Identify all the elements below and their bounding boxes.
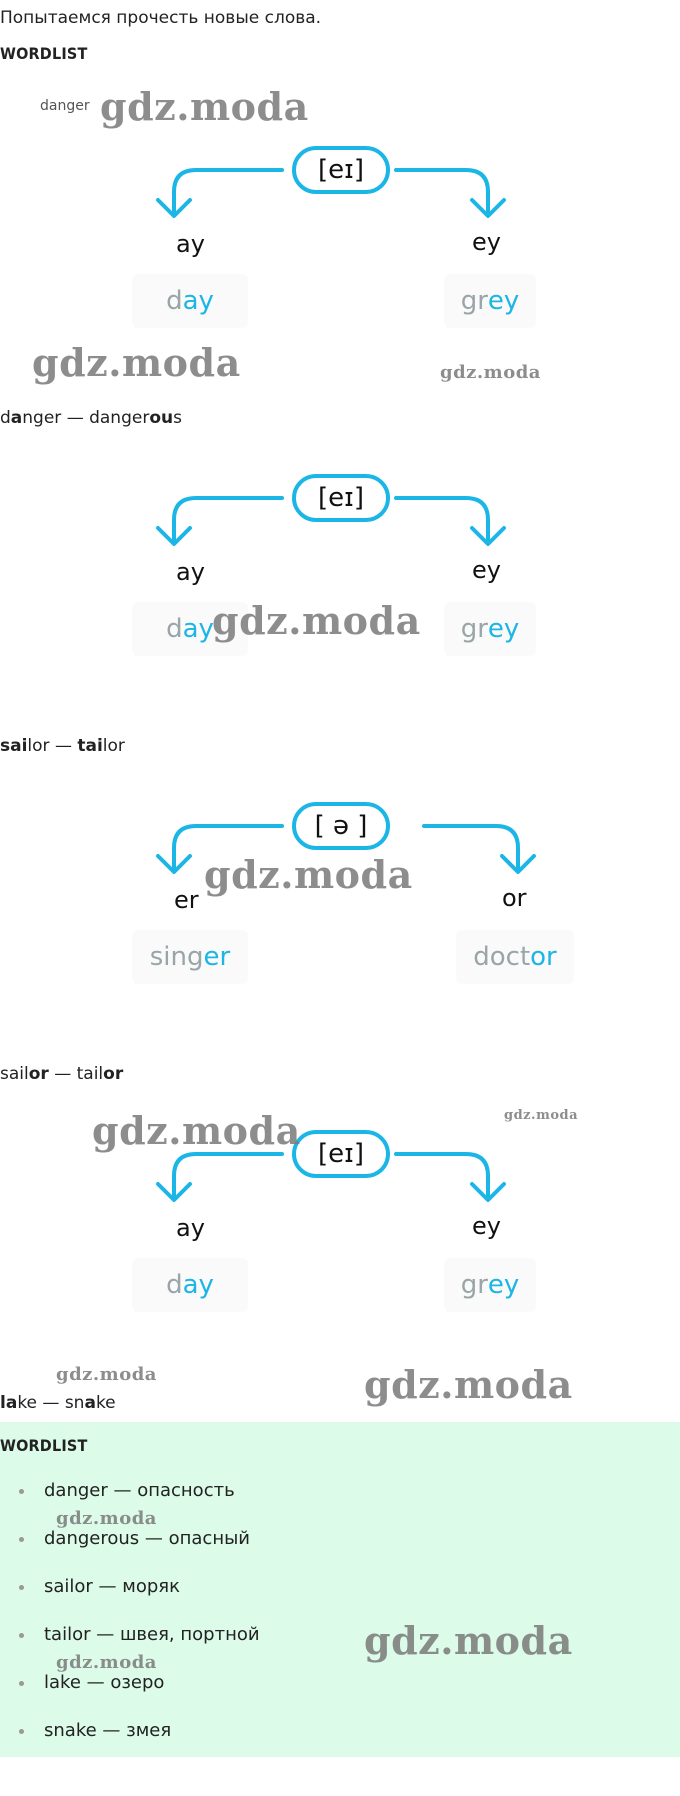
list-item: snake — змея	[0, 1720, 260, 1768]
wordlist-panel: WORDLIST danger — опасность dangerous — …	[0, 1422, 680, 1757]
bullet-icon	[19, 1729, 24, 1734]
word-base: gr	[460, 614, 488, 644]
watermark-logo: gdz.moda	[504, 1108, 579, 1123]
word-base: gr	[460, 286, 488, 316]
watermark-logo: gdz.moda	[364, 1618, 573, 1663]
left-arrowhead-icon	[156, 1182, 192, 1202]
wordlist-heading: WORDLIST	[0, 1436, 88, 1455]
bullet-icon	[19, 1681, 24, 1686]
wordlist-list: danger — опасность dangerous — опасный s…	[0, 1480, 260, 1768]
spelling-right: or	[502, 884, 527, 912]
right-arrow-icon	[394, 1152, 490, 1200]
arrows-graphic	[156, 824, 536, 874]
list-item: tailor — швея, портной	[0, 1624, 260, 1672]
word-base: sing	[149, 942, 204, 972]
word-pair-sailor-2: sailor — tailor	[0, 1064, 124, 1084]
list-item: danger — опасность	[0, 1480, 260, 1528]
word-base: gr	[460, 1270, 488, 1300]
spelling-left: ay	[176, 230, 205, 258]
watermark-logo: gdz.moda	[212, 598, 421, 643]
left-arrowhead-icon	[156, 854, 192, 874]
spelling-left: ay	[176, 558, 205, 586]
word-base: doct	[473, 942, 531, 972]
left-arrow-icon	[172, 1152, 284, 1200]
sound-pill: [eɪ]	[292, 146, 390, 194]
list-item: lake — озеро	[0, 1672, 260, 1720]
right-arrowhead-icon	[470, 198, 506, 218]
right-arrow-icon	[394, 496, 490, 544]
watermark-logo: gdz.moda	[100, 84, 309, 129]
right-arrow-icon	[394, 168, 490, 216]
spelling-left: ay	[176, 1214, 205, 1242]
watermark-logo: gdz.moda	[56, 1508, 157, 1529]
right-arrowhead-icon	[470, 526, 506, 546]
list-item: dangerous — опасный	[0, 1528, 260, 1576]
spelling-right: ey	[472, 1212, 501, 1240]
watermark-logo: gdz.moda	[440, 362, 541, 383]
watermark-logo: gdz.moda	[32, 340, 241, 385]
watermark-logo: gdz.moda	[92, 1108, 301, 1153]
right-arrow-icon	[422, 824, 520, 872]
bullet-icon	[19, 1537, 24, 1542]
sound-pill: [eɪ]	[292, 474, 390, 522]
spelling-right: ey	[472, 556, 501, 584]
bullet-icon	[19, 1633, 24, 1638]
bullet-icon	[19, 1489, 24, 1494]
right-arrowhead-icon	[500, 854, 536, 874]
word-highlight: ey	[487, 1270, 520, 1300]
intro-text: Попытаемся прочесть новые слова.	[0, 8, 322, 28]
word-pair-sailor-1: sailor — tailor	[0, 736, 125, 756]
word-highlight: ay	[182, 614, 214, 644]
word-base: d	[166, 1270, 183, 1300]
wordlist-heading-top: WORDLIST	[0, 44, 88, 63]
watermark-logo: gdz.moda	[56, 1364, 157, 1385]
arrows-graphic	[156, 496, 506, 546]
spelling-right: ey	[472, 228, 501, 256]
partial-danger-text: danger	[40, 98, 90, 114]
watermark-logo: gdz.moda	[56, 1652, 157, 1673]
word-highlight: er	[203, 942, 231, 972]
word-highlight: or	[530, 942, 557, 972]
right-arrowhead-icon	[470, 1182, 506, 1202]
sound-pill: [eɪ]	[292, 1130, 390, 1178]
spelling-left: er	[174, 886, 199, 914]
left-arrow-icon	[172, 496, 284, 544]
arrows-graphic	[156, 168, 506, 218]
word-highlight: ay	[182, 286, 214, 316]
word-pair-lake-snake: lake — snake	[0, 1393, 116, 1413]
left-arrow-icon	[172, 824, 284, 872]
word-highlight: ey	[487, 286, 520, 316]
list-item: sailor — моряк	[0, 1576, 260, 1624]
left-arrow-icon	[172, 168, 284, 216]
watermark-logo: gdz.moda	[204, 852, 413, 897]
arrows-graphic	[156, 1152, 506, 1202]
word-highlight: ay	[182, 1270, 214, 1300]
left-arrowhead-icon	[156, 198, 192, 218]
sound-pill: [ ə ]	[292, 802, 390, 850]
word-base: d	[166, 286, 183, 316]
word-pair-danger: danger — dangerous	[0, 408, 182, 428]
word-base: d	[166, 614, 183, 644]
watermark-logo: gdz.moda	[364, 1362, 573, 1407]
bullet-icon	[19, 1585, 24, 1590]
word-highlight: ey	[487, 614, 520, 644]
left-arrowhead-icon	[156, 526, 192, 546]
